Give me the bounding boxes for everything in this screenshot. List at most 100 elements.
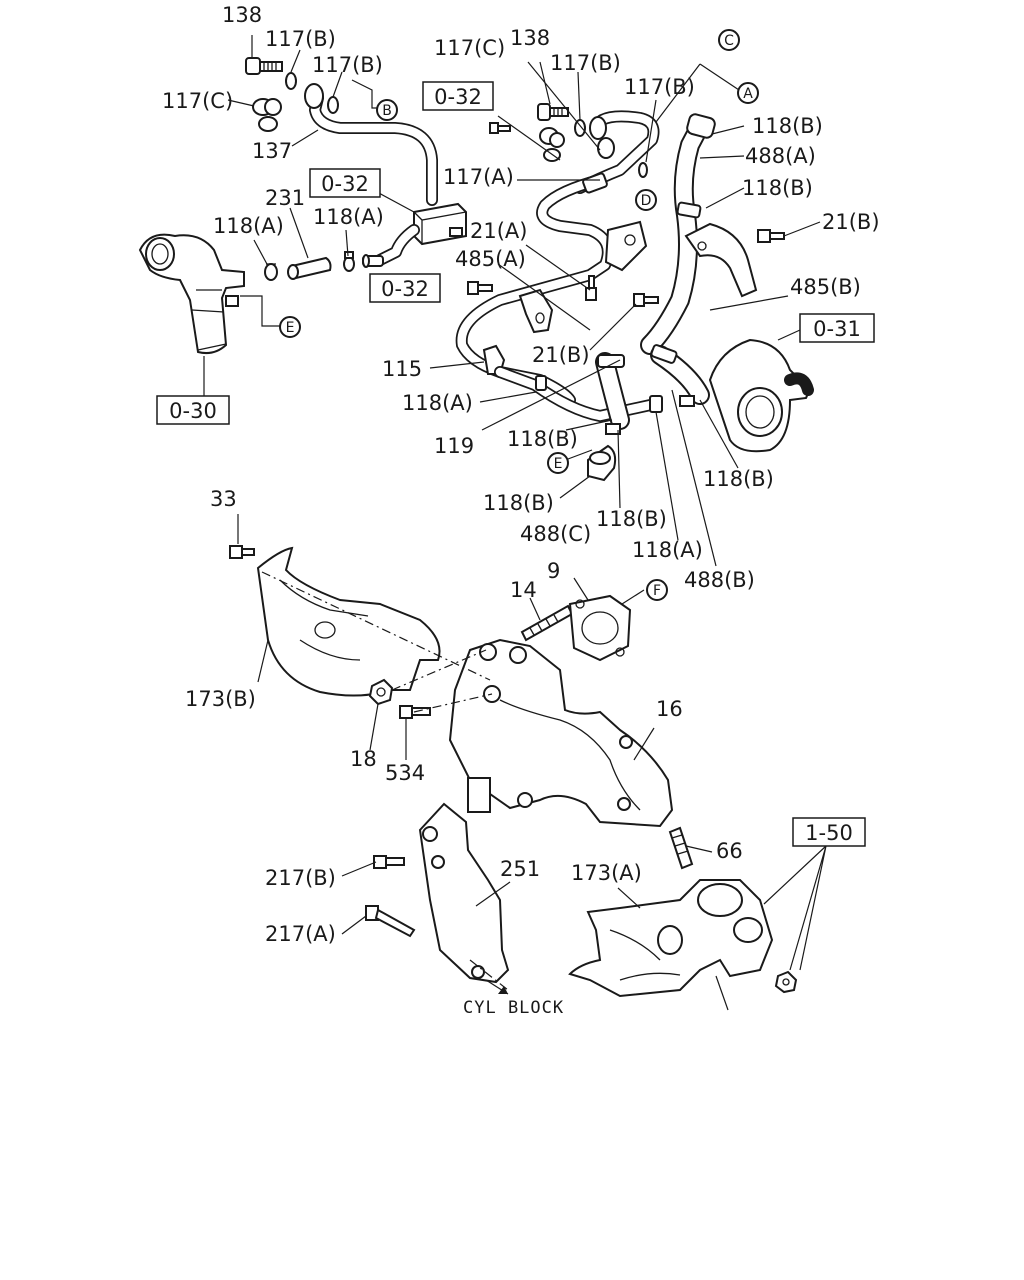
label-66: 66: [716, 839, 743, 863]
bolt-33-icon: [229, 545, 255, 559]
gasket-9-icon: [568, 594, 632, 662]
svg-text:0-32: 0-32: [434, 85, 482, 109]
nut-1-50-icon: [774, 970, 798, 994]
ref-box-0-32-mid[interactable]: 0-32: [369, 273, 441, 303]
label-115: 115: [382, 357, 422, 381]
label-137: 137: [252, 139, 292, 163]
label-117b: 117(B): [624, 75, 695, 99]
ref-box-0-31[interactable]: 0-31: [799, 313, 875, 343]
bolt-21b-right-icon: [757, 229, 785, 243]
clamp-118a-left-icon: [264, 263, 278, 281]
part-labels: 138 117(B) 117(B) 117(C) 137 231 118(A) …: [162, 3, 880, 1018]
label-118a: 118(A): [213, 214, 284, 238]
stud-66-icon: [668, 826, 694, 870]
label-33: 33: [210, 487, 237, 511]
label-251: 251: [500, 857, 540, 881]
ref-box-0-30[interactable]: 0-30: [156, 395, 230, 425]
stud-14-icon: [520, 604, 574, 642]
hose-488c-icon: [587, 423, 621, 482]
nut-18-icon: [368, 678, 394, 706]
bolt-21a-icon: [585, 275, 597, 301]
washer-117b-right-icon: [574, 119, 586, 137]
label-488b: 488(B): [684, 568, 755, 592]
svg-text:E: E: [554, 456, 563, 472]
svg-text:1-50: 1-50: [805, 821, 853, 845]
water-outlet-icon: [138, 233, 245, 355]
bolt-217b-icon: [373, 855, 405, 869]
bolt-138-left-icon: [245, 57, 283, 75]
label-485a: 485(A): [455, 247, 526, 271]
label-21b: 21(B): [822, 210, 880, 234]
bolt-small-top-icon: [489, 122, 511, 134]
label-9: 9: [547, 559, 560, 583]
water-pump-housing-icon: [679, 338, 814, 453]
label-117b: 117(B): [550, 51, 621, 75]
circle-marker-d: D: [635, 189, 657, 211]
bolt-21b-icon: [633, 293, 659, 307]
label-118a: 118(A): [632, 538, 703, 562]
leader-lines: [203, 35, 827, 1011]
label-117b: 117(B): [312, 53, 383, 77]
bracket-485a-icon: [518, 220, 648, 334]
label-118b: 118(B): [507, 427, 578, 451]
bolt-485a-icon: [467, 281, 493, 295]
label-138: 138: [510, 26, 550, 50]
svg-text:F: F: [653, 583, 661, 599]
label-117b: 117(B): [265, 27, 336, 51]
label-cyl-block: CYL BLOCK: [463, 998, 564, 1018]
nipple-icon: [362, 254, 384, 268]
label-117c: 117(C): [434, 36, 505, 60]
label-119: 119: [434, 434, 474, 458]
label-118a: 118(A): [402, 391, 473, 415]
label-534: 534: [385, 761, 425, 785]
label-18: 18: [350, 747, 377, 771]
label-138: 138: [222, 3, 262, 27]
label-118b: 118(B): [596, 507, 667, 531]
svg-text:C: C: [724, 33, 734, 49]
label-117c: 117(C): [162, 89, 233, 113]
circle-marker-c: C: [718, 29, 740, 51]
clamp-117c-right-icon: [539, 127, 565, 162]
hose-488b-icon: [595, 344, 710, 430]
label-14: 14: [510, 578, 537, 602]
turbine-housing-16-icon: [448, 638, 674, 828]
bolt-217a-icon: [365, 905, 416, 938]
label-485b: 485(B): [790, 275, 861, 299]
circle-marker-e-right: E: [547, 452, 569, 474]
ref-box-1-50[interactable]: 1-50: [792, 817, 866, 847]
fitting-block-icon: [374, 202, 467, 266]
label-118b: 118(B): [752, 114, 823, 138]
heat-shield-173b-icon: [256, 546, 441, 697]
label-118a: 118(A): [313, 205, 384, 229]
label-118b: 118(B): [703, 467, 774, 491]
svg-text:E: E: [286, 320, 295, 336]
svg-text:0-32: 0-32: [381, 277, 429, 301]
ref-box-0-32-left[interactable]: 0-32: [309, 168, 381, 198]
arrow-head-icon: [498, 986, 508, 994]
svg-text:D: D: [641, 193, 652, 209]
bolt-138-right-icon: [537, 103, 569, 121]
label-488c: 488(C): [520, 522, 591, 546]
circle-marker-b: B: [376, 99, 398, 121]
hose-488a-icon: [640, 113, 716, 355]
svg-text:0-30: 0-30: [169, 399, 217, 423]
circle-marker-a: A: [737, 82, 759, 104]
label-118b: 118(B): [742, 176, 813, 200]
svg-text:A: A: [743, 86, 753, 102]
svg-text:0-32: 0-32: [321, 172, 369, 196]
label-488a: 488(A): [745, 144, 816, 168]
label-21a: 21(A): [470, 219, 527, 243]
label-117a: 117(A): [443, 165, 514, 189]
label-231: 231: [265, 186, 305, 210]
bolt-534-icon: [399, 705, 431, 719]
alignment-lines: [261, 571, 509, 991]
heat-shield-173a-icon: [568, 879, 774, 998]
ref-box-0-32-top[interactable]: 0-32: [422, 81, 494, 111]
svg-text:B: B: [382, 103, 392, 119]
bracket-485b-icon: [684, 222, 758, 298]
label-118b: 118(B): [483, 491, 554, 515]
hose-231-icon: [287, 256, 332, 280]
bracket-251-icon: [418, 802, 510, 984]
